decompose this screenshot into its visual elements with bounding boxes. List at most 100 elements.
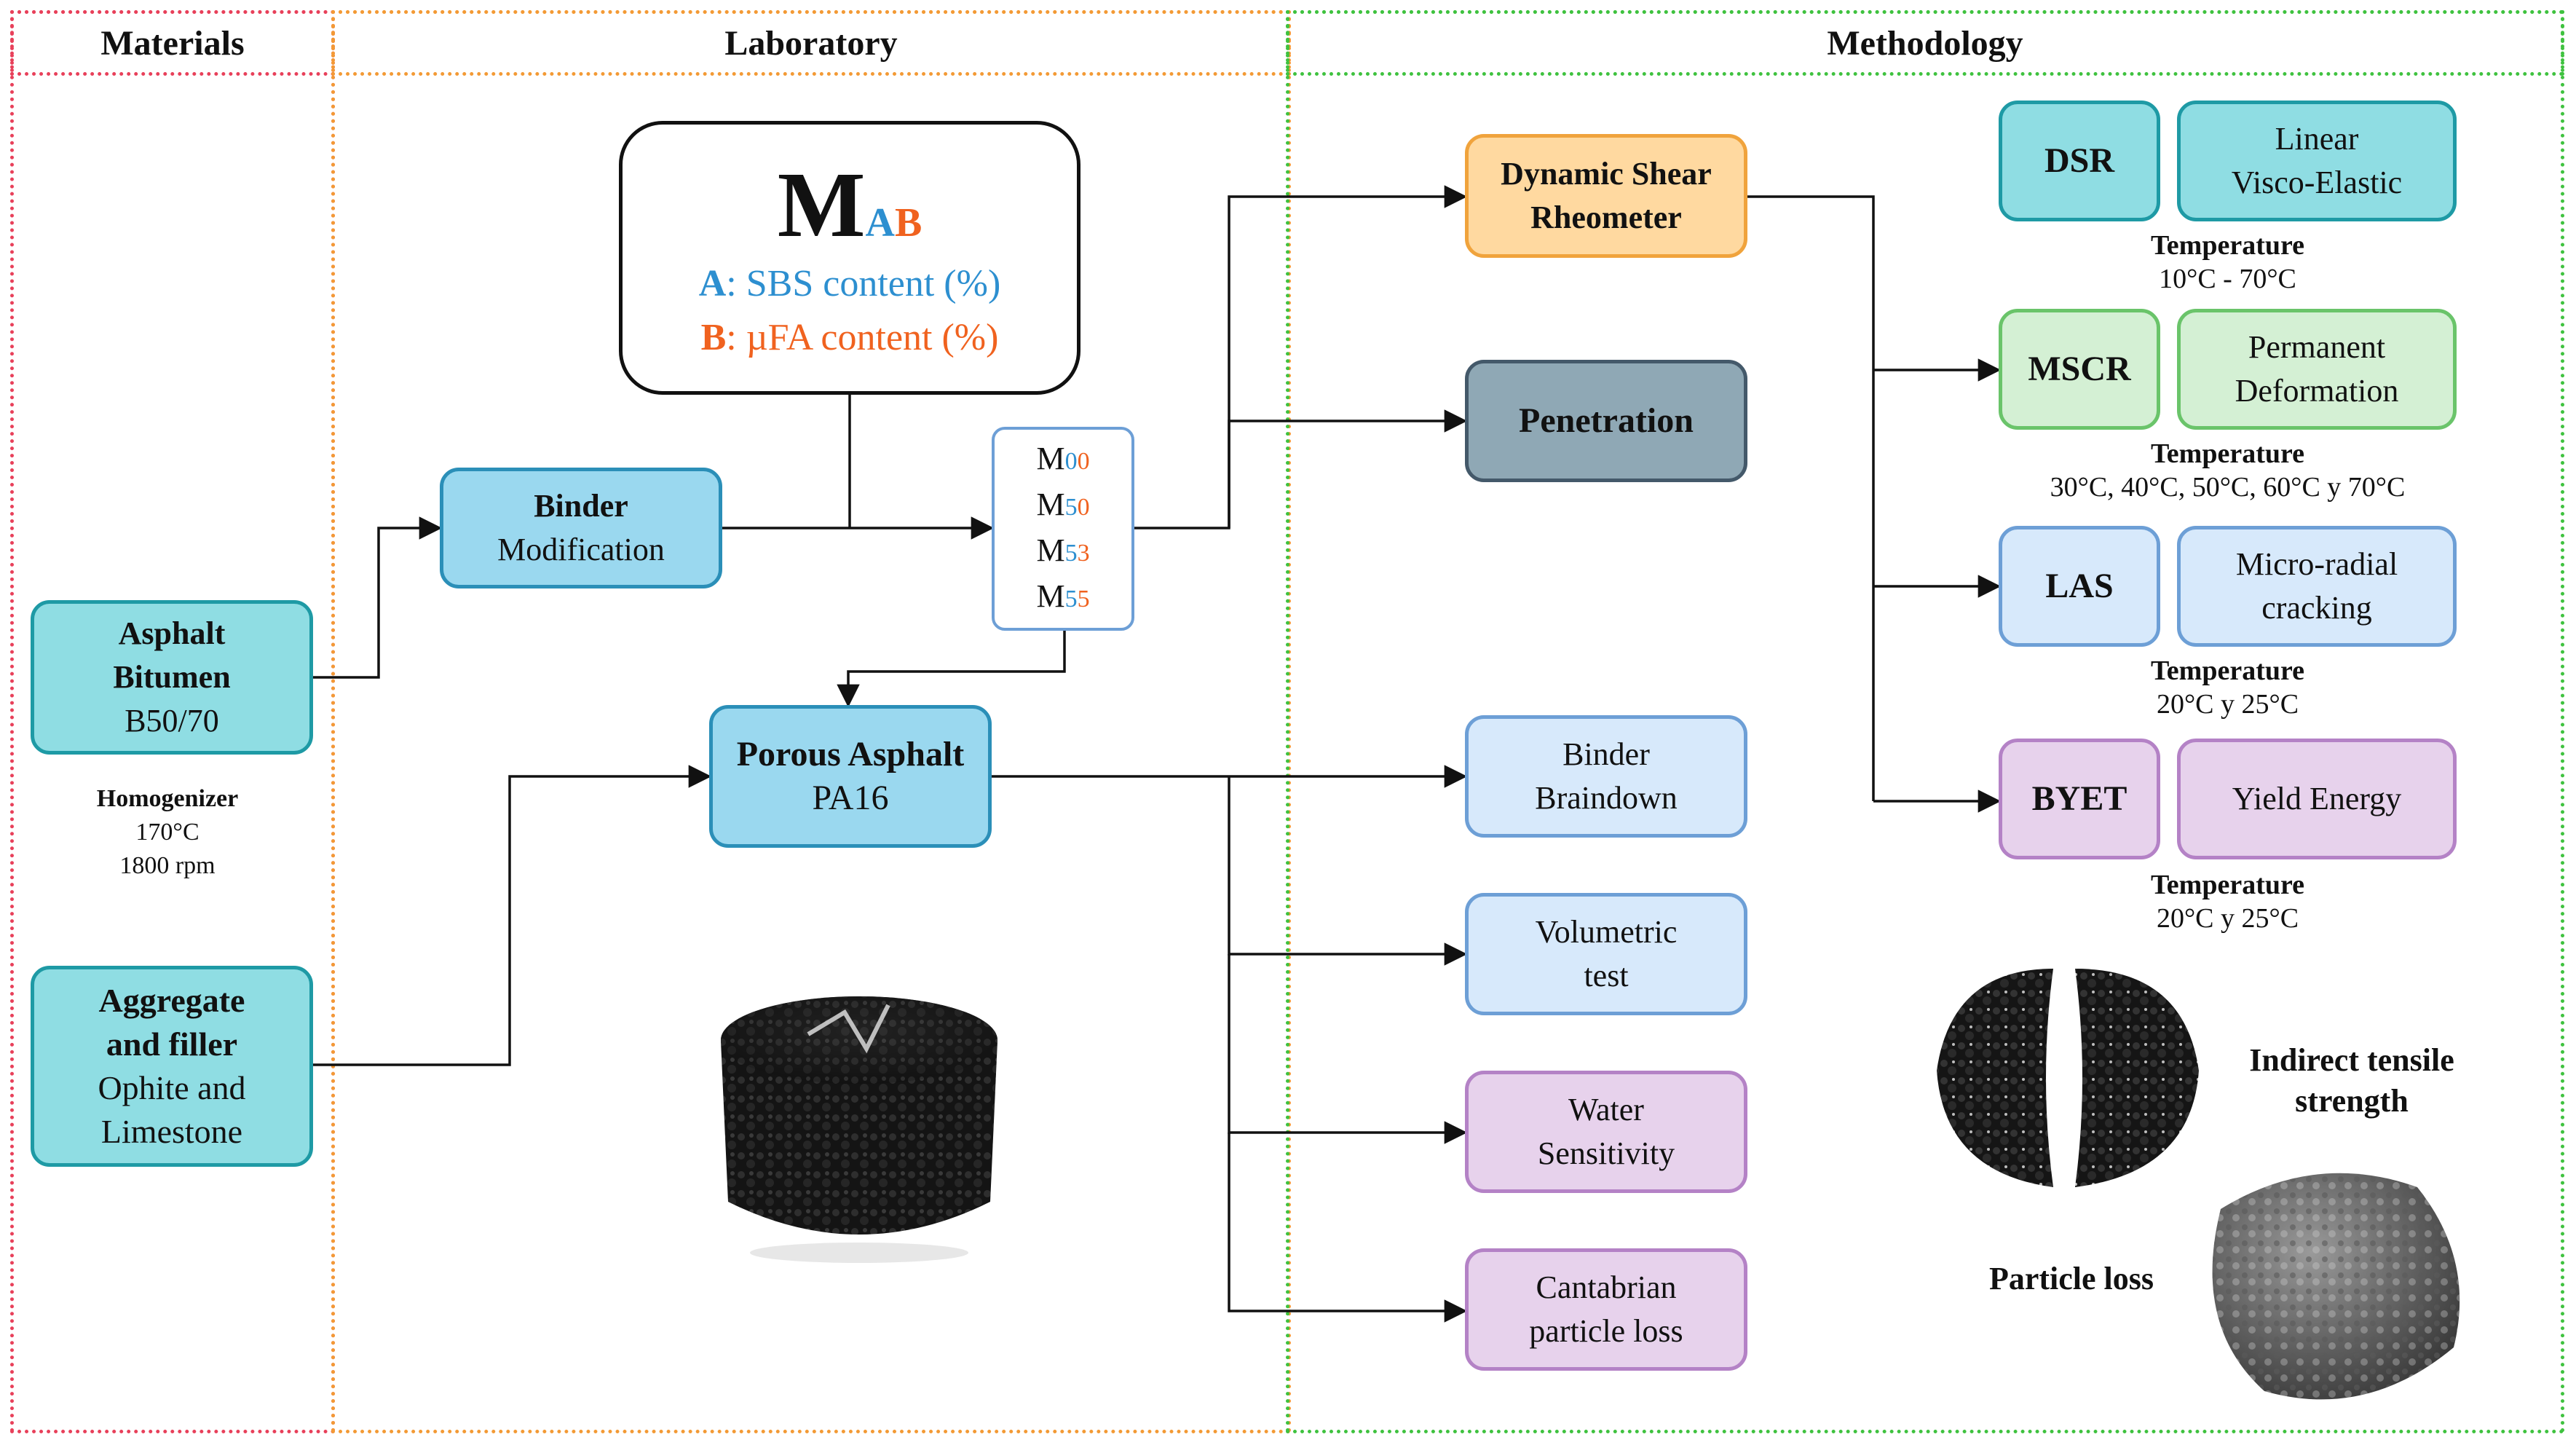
- byet-desc1: Yield Energy: [2232, 781, 2402, 816]
- byet-temp-value: 20°C y 25°C: [2156, 903, 2299, 934]
- dsr-temperature: Temperature 10°C - 70°C: [1999, 229, 2457, 296]
- las-short: LAS: [2045, 567, 2114, 605]
- mab-m: M: [777, 153, 866, 256]
- arrow-mixes-to-dsr: [1134, 185, 1468, 529]
- las-temp-label: Temperature: [2150, 655, 2305, 686]
- las-temperature: Temperature 20°C y 25°C: [1999, 654, 2457, 721]
- arrow-porous-to-cantabrian: [1228, 1133, 1468, 1323]
- byet-temperature: Temperature 20°C y 25°C: [1999, 868, 2457, 935]
- bitumen-line2: Bitumen: [113, 659, 231, 695]
- mab-sub-b: B: [894, 200, 922, 245]
- asphalt-bitumen-box: Asphalt Bitumen B50/70: [31, 600, 313, 755]
- laboratory-title: Laboratory: [724, 24, 898, 63]
- indirect-tensile-specimen-image: [1937, 969, 2199, 1187]
- mab-sub-a: A: [865, 200, 895, 245]
- homogenizer-note: Homogenizer 170°C 1800 rpm: [44, 782, 291, 883]
- indirect-tensile-label: Indirect tensile strength: [2213, 1040, 2490, 1122]
- binder-mod-line2: Modification: [497, 532, 665, 567]
- braindown-line1: Binder: [1562, 736, 1650, 772]
- aggregate-line4: Limestone: [100, 1113, 243, 1150]
- yield-energy-box: Yield Energy: [2177, 739, 2457, 859]
- mix-m50: M50: [1036, 487, 1090, 522]
- volumetric-line2: test: [1584, 958, 1629, 993]
- homogenizer-temp: 170°C: [135, 819, 199, 846]
- homogenizer-speed: 1800 rpm: [119, 852, 216, 879]
- mab-a-key: A: [698, 263, 727, 304]
- cantabrian-line2: particle loss: [1529, 1313, 1683, 1349]
- mscr-desc2: Deformation: [2235, 373, 2399, 409]
- homogenizer-title: Homogenizer: [96, 785, 239, 812]
- porous-asphalt-specimen-image: [721, 996, 997, 1263]
- mscr-temp-label: Temperature: [2150, 438, 2305, 469]
- permanent-deformation-box: Permanent Deformation: [2177, 309, 2457, 430]
- mab-b-legend: B: µFA content (%): [623, 312, 1077, 363]
- aggregate-line2: and filler: [106, 1025, 238, 1063]
- dsr-temp-value: 10°C - 70°C: [2159, 264, 2296, 294]
- mix-m55: M55: [1036, 578, 1090, 614]
- dsr-temp-label: Temperature: [2150, 230, 2305, 261]
- binder-modification-box: Binder Modification: [440, 468, 722, 588]
- volumetric-test-box: Volumetric test: [1465, 893, 1747, 1015]
- micro-radial-cracking-box: Micro-radial cracking: [2177, 526, 2457, 647]
- arrow-aggregate-to-porous: [310, 765, 712, 1066]
- penetration-box: Penetration: [1465, 360, 1747, 482]
- porous-line2: PA16: [812, 779, 889, 817]
- aggregate-filler-box: Aggregate and filler Ophite and Limeston…: [31, 966, 313, 1167]
- las-desc2: cracking: [2261, 590, 2372, 626]
- dsr-machine-line2: Rheometer: [1530, 200, 1682, 235]
- dsr-short: DSR: [2044, 141, 2115, 180]
- aggregate-line3: Ophite and: [98, 1069, 246, 1106]
- particle-loss-label: Particle loss: [1988, 1261, 2154, 1296]
- materials-title: Materials: [100, 24, 245, 63]
- line-dsr-machine-trunk: [1747, 195, 1875, 801]
- cantabrian-particle-loss-box: Cantabrian particle loss: [1465, 1248, 1747, 1371]
- arrow-bitumen-to-modification: [312, 516, 443, 679]
- bitumen-grade: B50/70: [125, 703, 219, 739]
- las-box: LAS: [1999, 526, 2160, 647]
- las-temp-value: 20°C y 25°C: [2156, 689, 2299, 720]
- arrow-porous-to-water: [1228, 954, 1468, 1144]
- mab-nomenclature-box: MAB A: SBS content (%) B: µFA content (%…: [619, 121, 1080, 395]
- dsr-desc1: Linear: [2275, 121, 2359, 157]
- mix-list: M00 M50 M53 M55: [992, 427, 1134, 631]
- methodology-header-line: [1286, 10, 2564, 76]
- mix-m00: M00: [1036, 441, 1090, 476]
- dsr-desc2: Visco-Elastic: [2231, 165, 2403, 200]
- arrow-mixes-to-penetration: [1228, 409, 1468, 528]
- las-desc1: Micro-radial: [2235, 546, 2398, 582]
- water-sensitivity-box: Water Sensitivity: [1465, 1071, 1747, 1193]
- mscr-temp-value: 30°C, 40°C, 50°C, 60°C y 70°C: [2050, 472, 2406, 503]
- its-line1: Indirect tensile: [2249, 1042, 2454, 1078]
- arrow-porous-to-volumetric: [1228, 776, 1468, 966]
- dsr-box: DSR: [1999, 101, 2160, 221]
- penetration-label: Penetration: [1519, 401, 1694, 440]
- particle-loss-specimen-image: [2212, 1173, 2460, 1400]
- mscr-desc1: Permanent: [2248, 329, 2386, 365]
- its-line2: strength: [2295, 1083, 2409, 1119]
- mscr-short: MSCR: [2028, 350, 2131, 388]
- arrow-mixes-to-porous: [837, 630, 1066, 708]
- mab-a-legend: A: SBS content (%): [623, 259, 1077, 310]
- porous-asphalt-box: Porous Asphalt PA16: [709, 705, 992, 848]
- water-line2: Sensitivity: [1537, 1135, 1675, 1171]
- methodology-title: Methodology: [1827, 24, 2023, 63]
- dsr-machine-box: Dynamic Shear Rheometer: [1465, 134, 1747, 258]
- cantabrian-line1: Cantabrian: [1536, 1269, 1677, 1305]
- byet-box: BYET: [1999, 739, 2160, 859]
- bitumen-line1: Asphalt: [118, 615, 226, 651]
- linear-viscoelastic-box: Linear Visco-Elastic: [2177, 101, 2457, 221]
- mscr-box: MSCR: [1999, 309, 2160, 430]
- binder-braindown-box: Binder Braindown: [1465, 715, 1747, 838]
- volumetric-line1: Volumetric: [1535, 914, 1678, 950]
- porous-line1: Porous Asphalt: [736, 735, 965, 773]
- mscr-temperature: Temperature 30°C, 40°C, 50°C, 60°C y 70°…: [1999, 437, 2457, 504]
- mab-b-text: : µFA content (%): [726, 317, 999, 358]
- mab-symbol: MAB: [623, 154, 1077, 256]
- water-line1: Water: [1568, 1092, 1644, 1127]
- dsr-machine-line1: Dynamic Shear: [1501, 156, 1712, 192]
- byet-short: BYET: [2031, 779, 2127, 818]
- mab-a-text: : SBS content (%): [726, 263, 1001, 304]
- aggregate-line1: Aggregate: [98, 982, 245, 1019]
